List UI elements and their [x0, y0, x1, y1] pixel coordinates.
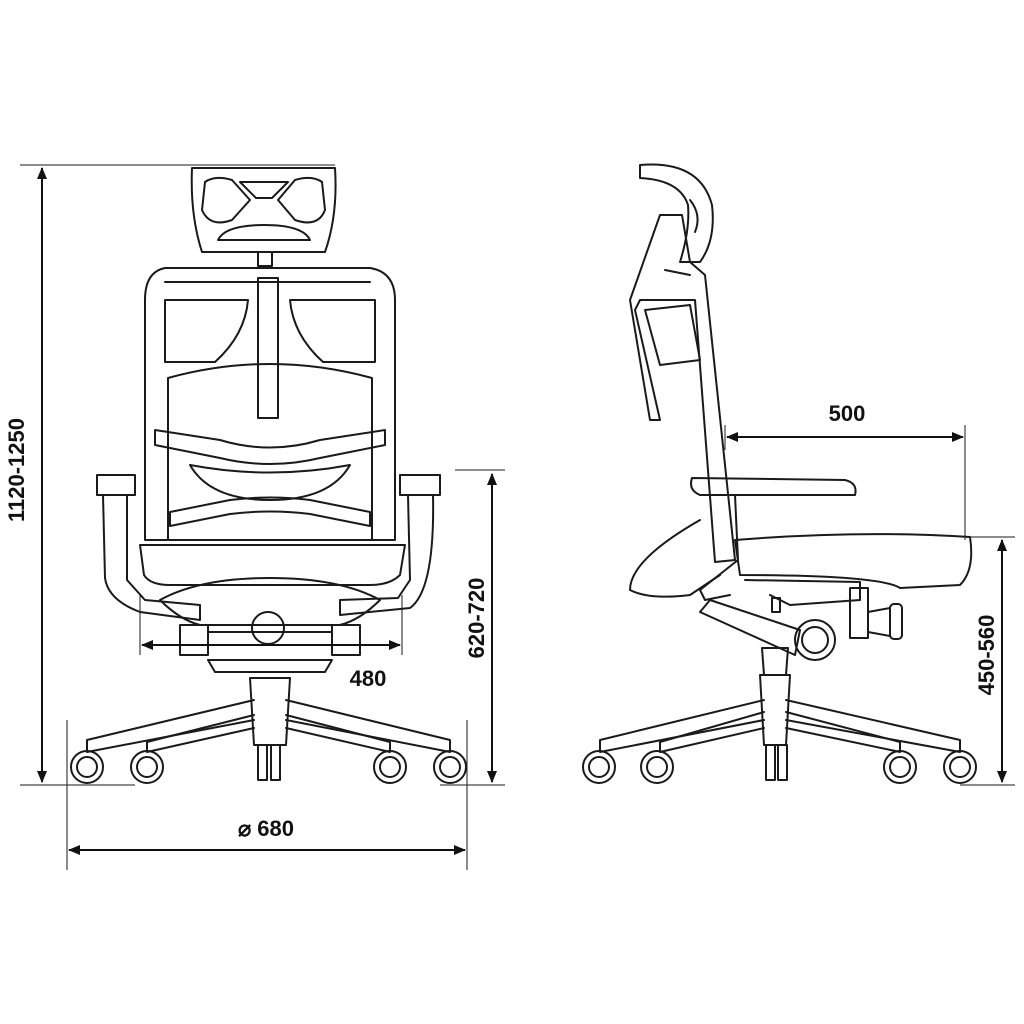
side-view [582, 163, 977, 784]
label-seat-depth: 500 [829, 401, 866, 426]
side-base [582, 647, 977, 784]
label-armrest-height: 620-720 [464, 578, 489, 659]
base [70, 677, 467, 784]
headrest [190, 167, 337, 267]
front-view [70, 167, 467, 784]
label-seat-width: 480 [350, 666, 387, 691]
armrests [96, 474, 441, 621]
side-headrest-back [629, 163, 736, 563]
side-seat [629, 519, 973, 661]
dimension-lines [20, 164, 1015, 870]
seat [139, 544, 406, 673]
label-total-height: 1120-1250 [4, 418, 29, 522]
backrest [144, 267, 396, 541]
label-base-diameter: ⌀ 680 [238, 816, 294, 841]
label-seat-height: 450-560 [974, 615, 999, 696]
dimension-labels: 1120-1250 620-720 480 ⌀ 680 500 450-560 [4, 401, 999, 841]
